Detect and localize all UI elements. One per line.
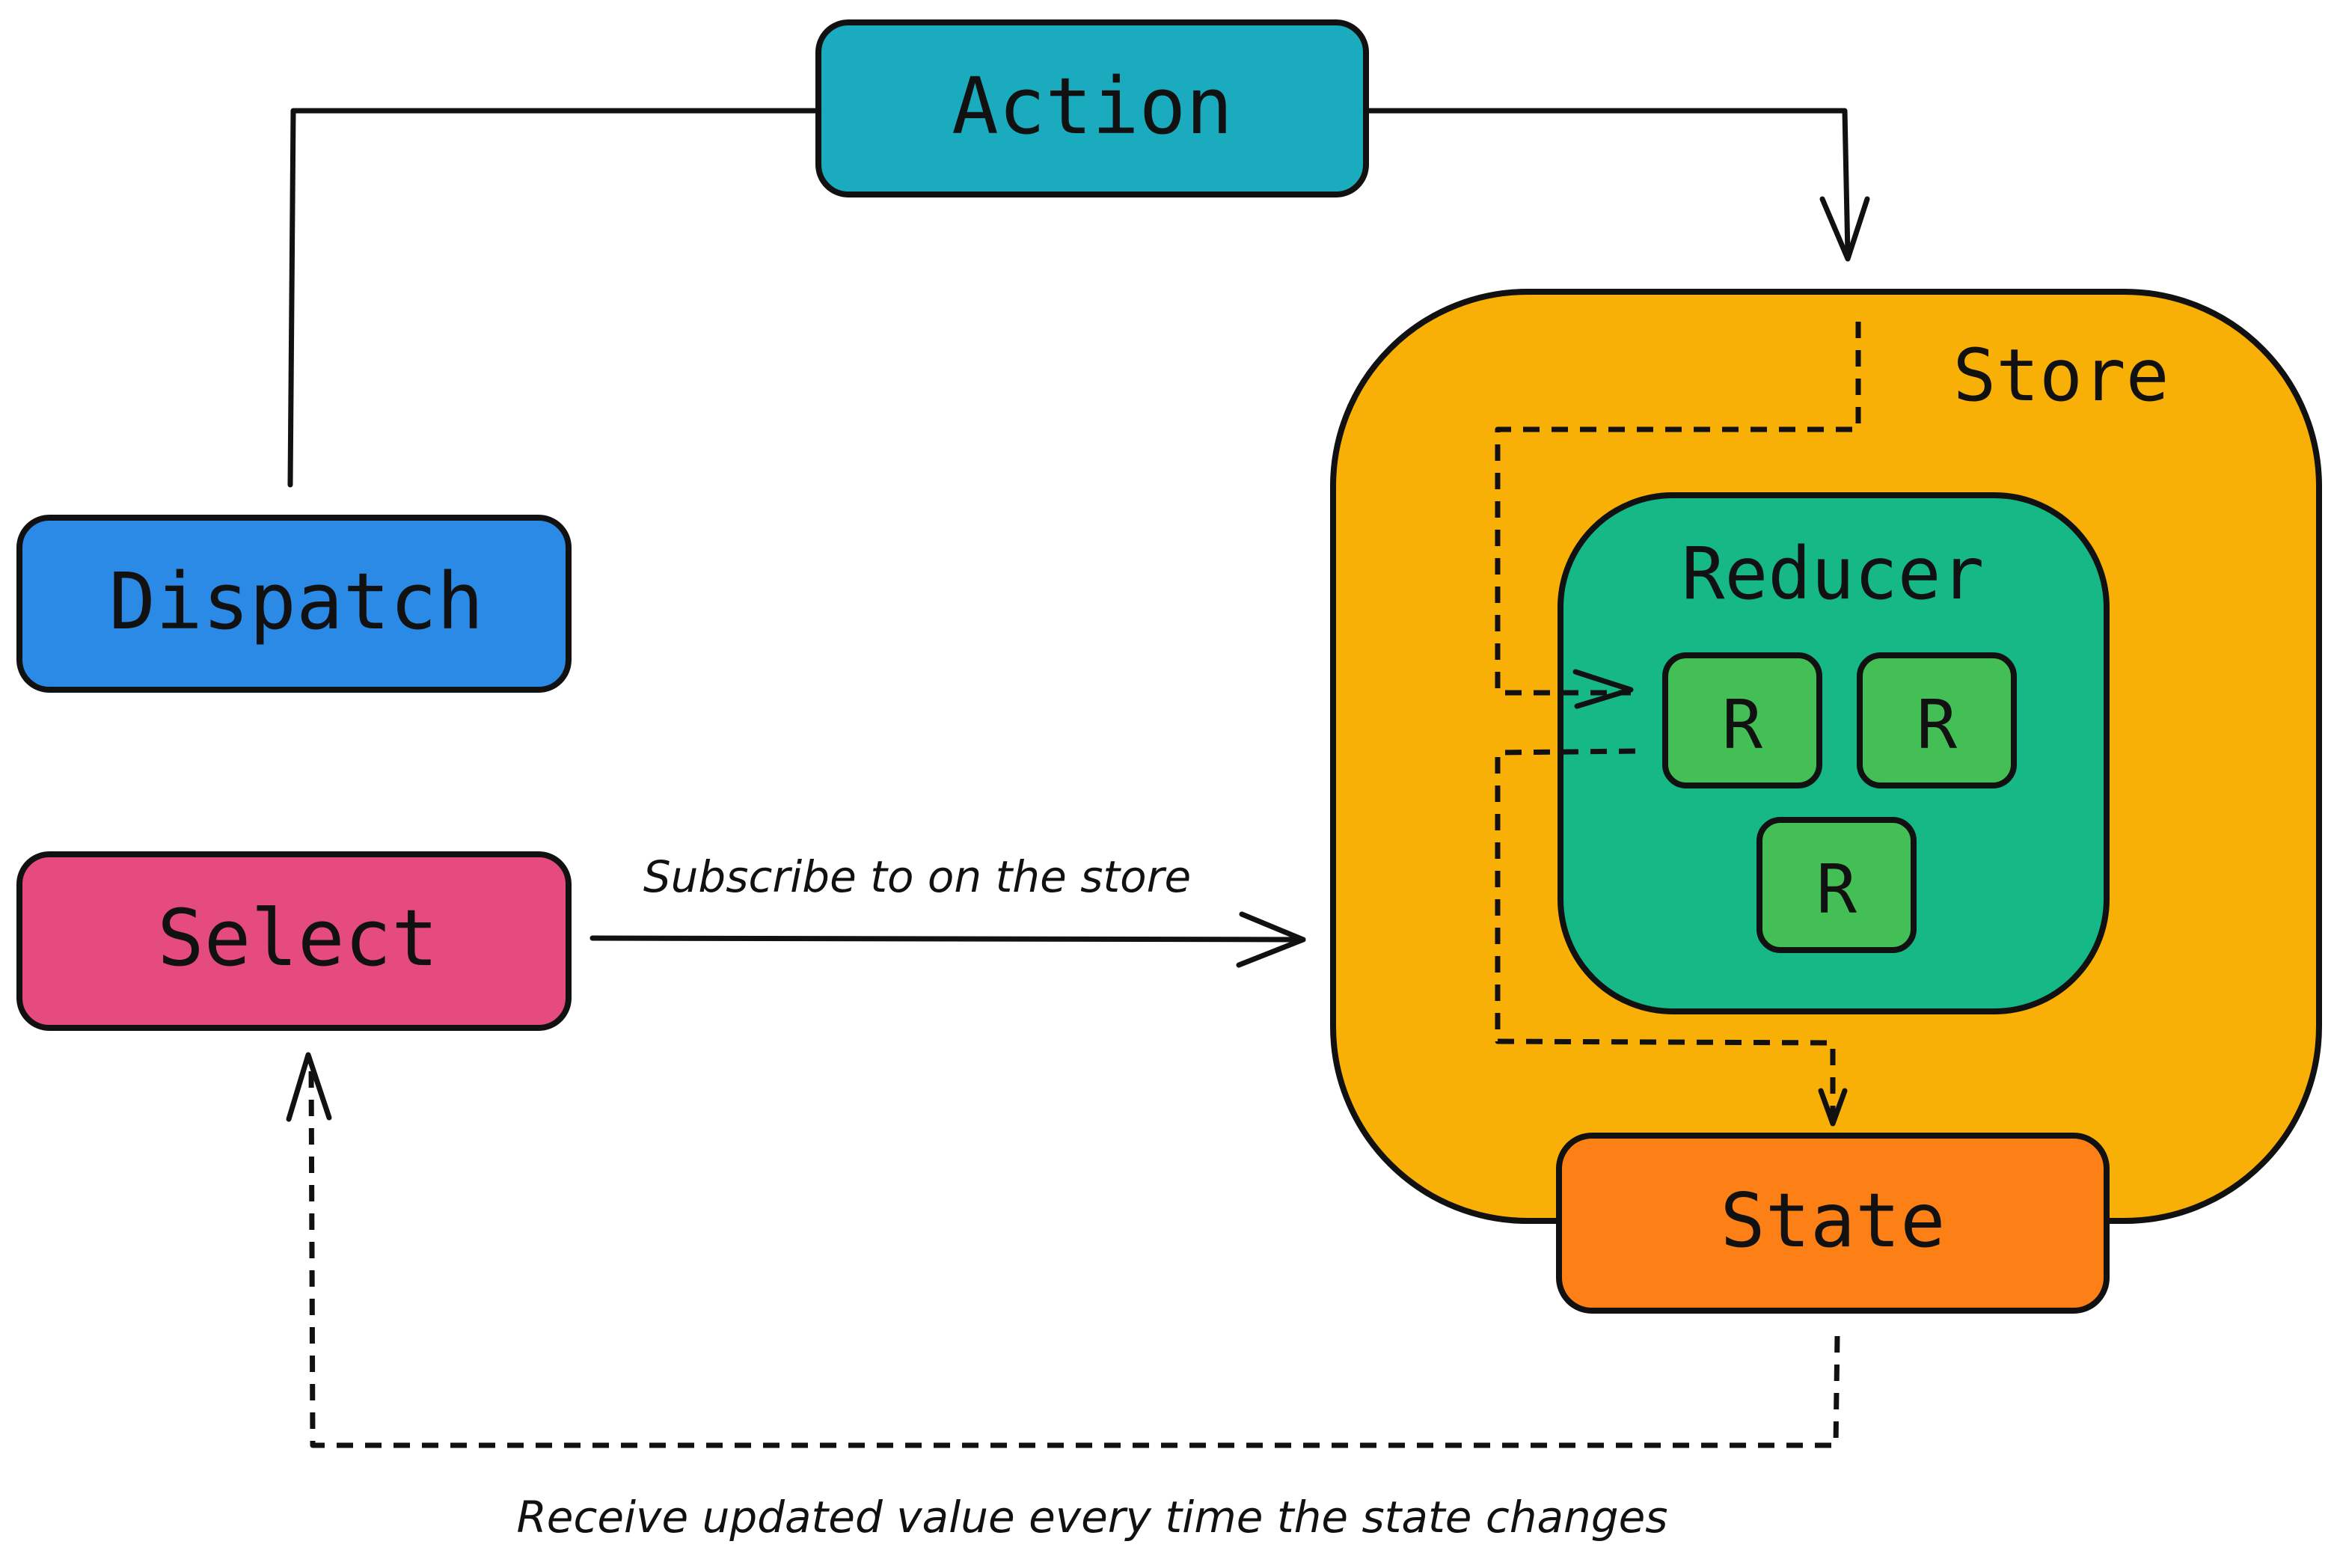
state-to-select-dashed-flow xyxy=(308,1062,1840,1448)
store-internal-dashed-return xyxy=(1495,748,1836,1122)
state-box xyxy=(1556,1133,2110,1314)
dispatch-box xyxy=(16,515,572,693)
state-to-select-arrowhead xyxy=(286,1052,332,1122)
store-label: Store xyxy=(1953,334,2169,417)
dispatch-to-action-line xyxy=(287,108,821,488)
reducer-item-label: R xyxy=(1816,851,1857,929)
receive-label: Receive updated value every time the sta… xyxy=(516,1492,1667,1543)
dispatch-label: Dispatch xyxy=(109,556,484,647)
reducer-item: R xyxy=(1857,652,2017,788)
store-internal-arrowhead xyxy=(1572,669,1634,709)
state-label: State xyxy=(1720,1177,1945,1264)
action-to-store-arrow xyxy=(1363,108,1851,257)
reducer-item-label: R xyxy=(1917,686,1958,765)
reducer-item: R xyxy=(1662,652,1822,788)
action-label: Action xyxy=(952,61,1233,152)
reducer-container xyxy=(1558,492,2110,1014)
action-to-store-arrowhead xyxy=(1819,196,1870,262)
select-box xyxy=(16,851,572,1031)
store-to-state-arrowhead xyxy=(1818,1088,1848,1127)
reducer-item-label: R xyxy=(1722,686,1763,765)
subscribe-label: Subscribe to on the store xyxy=(643,851,1191,902)
reducer-item: R xyxy=(1756,817,1917,953)
select-label: Select xyxy=(157,892,438,984)
reducer-label: Reducer xyxy=(1682,532,1985,616)
store-internal-dashed-flow xyxy=(1495,322,1861,696)
subscribe-arrowhead xyxy=(1236,911,1306,968)
subscribe-arrow xyxy=(589,935,1306,943)
